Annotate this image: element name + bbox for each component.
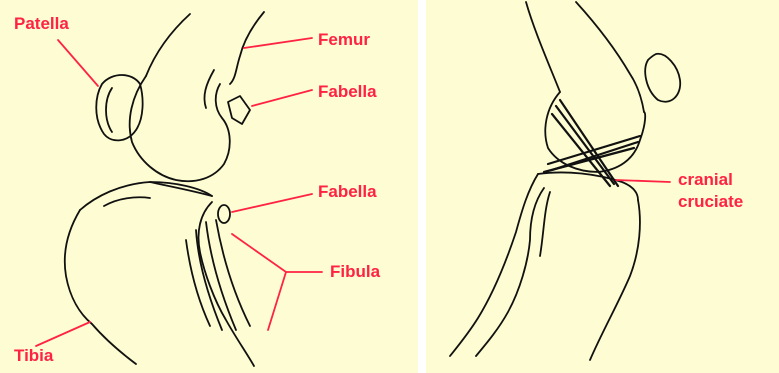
tibia-shaft-front <box>450 174 538 356</box>
label-patella: Patella <box>14 14 69 33</box>
tibia-crest <box>104 197 150 206</box>
tibia-shaft-back <box>590 200 640 360</box>
patella-bone <box>96 75 142 140</box>
label-cruciate: cruciate <box>678 192 743 211</box>
femur-leader <box>244 38 312 48</box>
tibia-inner-contour <box>540 192 550 256</box>
tibia-leader <box>36 322 90 346</box>
fabella-lower-bone <box>218 205 230 223</box>
label-fabella-lower: Fabella <box>318 182 377 201</box>
fibula-strand-2 <box>206 222 236 330</box>
left-knee-diagram-panel: Patella Femur Fabella Fabella Fibula Tib… <box>0 0 418 373</box>
tibia-plateau <box>80 182 212 210</box>
femur-condyle <box>130 76 230 181</box>
label-fibula: Fibula <box>330 262 380 281</box>
fibula-leader-upper <box>232 234 322 272</box>
femur-shaft-front <box>146 14 190 76</box>
tibia-plateau <box>538 172 638 200</box>
label-fabella-upper: Fabella <box>318 82 377 101</box>
patella-inner-contour <box>106 88 112 132</box>
patella-leader <box>58 40 98 86</box>
fabella-lower-leader <box>232 194 312 212</box>
fibula-leader-lower <box>268 272 286 330</box>
femur-shaft-front <box>526 2 560 92</box>
femur-shaft-back <box>576 2 644 112</box>
tibia-tubercle <box>476 188 544 356</box>
patella-bone <box>645 54 680 102</box>
fabella-upper-bone <box>228 96 250 124</box>
cranial-cruciate-leader <box>616 180 670 182</box>
label-cranial: cranial <box>678 170 733 189</box>
label-femur: Femur <box>318 30 370 49</box>
cruciate-fiber-1 <box>552 114 610 186</box>
right-knee-diagram-panel: cranial cruciate <box>426 0 779 373</box>
label-tibia: Tibia <box>14 346 53 365</box>
femur-inner-contour <box>204 70 214 108</box>
fabella-upper-leader <box>252 90 312 106</box>
tibia-shaft-front <box>65 210 136 364</box>
